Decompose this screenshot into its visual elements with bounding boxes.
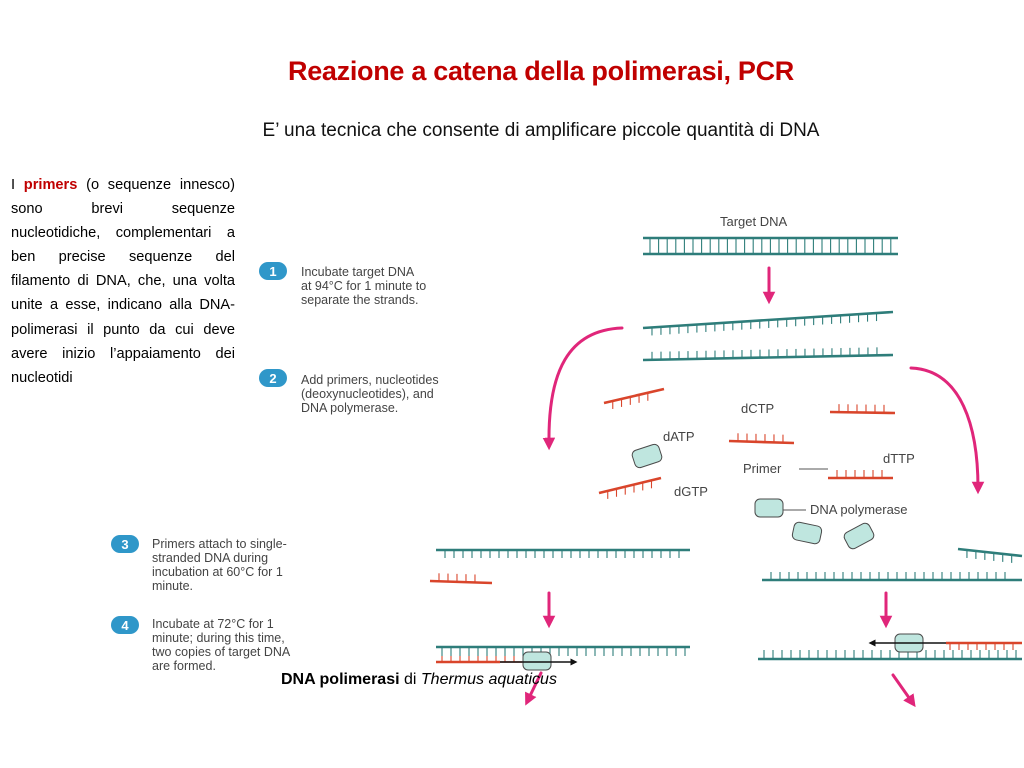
- svg-text:Target DNA: Target DNA: [720, 214, 788, 229]
- step-2-text: Add primers, nucleotides (deoxynucleotid…: [301, 373, 439, 415]
- extending-duplex-right: [758, 641, 1022, 661]
- caption-italic: Thermus aquaticus: [420, 671, 557, 688]
- step-badge-number: 3: [121, 537, 128, 552]
- caption: DNA polimerasi di Thermus aquaticus: [281, 667, 561, 692]
- svg-text:dTTP: dTTP: [883, 451, 915, 466]
- step-1-line: at 94°C for 1 minute to: [301, 279, 426, 293]
- step-3-line: Primers attach to single-: [152, 537, 287, 551]
- caption-middle: di: [399, 671, 421, 688]
- side-text-body: (o sequenze innesco) sono brevi sequenze…: [11, 177, 235, 386]
- step-4-line: are formed.: [152, 659, 216, 673]
- caption-bold: DNA polimerasi: [281, 671, 400, 688]
- step-2-line: Add primers, nucleotides: [301, 373, 439, 387]
- polymerase-enzyme: [522, 651, 552, 671]
- arrow-left-curve: [542, 326, 624, 451]
- svg-text:dGTP: dGTP: [674, 484, 708, 499]
- step-badge: 4: [111, 616, 139, 634]
- step-2-line: (deoxynucleotides), and: [301, 387, 434, 401]
- step-4-line: minute; during this time,: [152, 631, 285, 645]
- arrow-left-out: [525, 671, 543, 706]
- free-primer: [828, 470, 893, 480]
- free-primer: [829, 404, 896, 415]
- svg-text:minute; during this time,: minute; during this time,: [152, 631, 285, 645]
- step-3-line: incubation at 60°C for 1: [152, 565, 283, 579]
- slide-title: Reazione a catena della polimerasi, PCR: [288, 56, 794, 86]
- step-1-line: separate the strands.: [301, 293, 418, 307]
- dna-strands: [429, 236, 1023, 664]
- template-strand: [762, 572, 1022, 582]
- template-strand: [957, 547, 1023, 563]
- polymerase-enzyme: [843, 522, 875, 550]
- step-4-line: two copies of target DNA: [152, 645, 291, 659]
- step-4-text: Incubate at 72°C for 1 minute; during th…: [152, 617, 291, 673]
- svg-text:(deoxynucleotides), and: (deoxynucleotides), and: [301, 387, 434, 401]
- extending-duplex-left: [436, 645, 690, 664]
- step-3-line: stranded DNA during: [152, 551, 268, 565]
- svg-text:dCTP: dCTP: [741, 401, 774, 416]
- step-3-text: Primers attach to single- stranded DNA d…: [152, 537, 287, 593]
- polymerase-enzyme: [754, 498, 784, 518]
- svg-text:stranded DNA during: stranded DNA during: [152, 551, 268, 565]
- svg-text:incubation at 60°C for 1: incubation at 60°C for 1: [152, 565, 283, 579]
- svg-text:Incubate target DNA: Incubate target DNA: [301, 265, 415, 279]
- step-1-line: Incubate target DNA: [301, 265, 415, 279]
- step-badge-number: 2: [269, 371, 276, 386]
- process-arrows: [525, 266, 985, 708]
- annealed-primer: [429, 573, 493, 585]
- svg-text:DNA polymerase.: DNA polymerase.: [301, 401, 398, 415]
- polymerase-enzyme: [631, 443, 663, 469]
- target-dna-label: Target DNA: [720, 214, 788, 229]
- step-badge-number: 1: [269, 264, 276, 279]
- separated-strand-top: [642, 310, 894, 336]
- step-2-line: DNA polymerase.: [301, 401, 398, 415]
- step-badge-number: 4: [121, 618, 129, 633]
- primers-keyword: primers: [23, 177, 78, 193]
- dgtp-label: dGTP: [674, 484, 708, 499]
- step-3-line: minute.: [152, 579, 193, 593]
- free-primer: [603, 387, 665, 409]
- free-primer: [598, 476, 662, 499]
- primers-description: I primers (o sequenze innesco) sono brev…: [11, 173, 235, 390]
- step-1-text: Incubate target DNA at 94°C for 1 minute…: [301, 265, 426, 307]
- step-badges: 1 2 3 4: [111, 262, 287, 634]
- svg-text:Primers attach to single-: Primers attach to single-: [152, 537, 287, 551]
- svg-text:Add primers, nucleotides: Add primers, nucleotides: [301, 373, 439, 387]
- svg-text:dATP: dATP: [663, 429, 695, 444]
- target-dna-double-strand: [643, 236, 898, 256]
- datp-label: dATP: [663, 429, 695, 444]
- arrow-right-out: [891, 673, 916, 708]
- dna-polymerase-label: DNA polymerase: [810, 502, 908, 517]
- separated-strand-bottom: [642, 347, 894, 362]
- svg-text:Incubate at 72°C for 1: Incubate at 72°C for 1: [152, 617, 274, 631]
- svg-text:Primer: Primer: [743, 461, 782, 476]
- slide-subtitle: E’ una tecnica che consente di amplifica…: [262, 120, 820, 141]
- step-badge: 3: [111, 535, 139, 553]
- svg-text:two copies of target DNA: two copies of target DNA: [152, 645, 291, 659]
- free-primer: [728, 433, 795, 445]
- svg-text:separate the strands.: separate the strands.: [301, 293, 418, 307]
- step-badge: 1: [259, 262, 287, 280]
- step-badge: 2: [259, 369, 287, 387]
- svg-text:at 94°C for 1 minute to: at 94°C for 1 minute to: [301, 279, 426, 293]
- side-text-prefix: I: [11, 177, 24, 193]
- primer-label: Primer: [743, 461, 782, 476]
- template-strand: [436, 548, 690, 558]
- svg-text:are formed.: are formed.: [152, 659, 216, 673]
- polymerase-enzyme: [791, 521, 823, 545]
- svg-text:minute.: minute.: [152, 579, 193, 593]
- svg-text:DNA polymerase: DNA polymerase: [810, 502, 908, 517]
- step-4-line: Incubate at 72°C for 1: [152, 617, 274, 631]
- dttp-label: dTTP: [883, 451, 915, 466]
- dctp-label: dCTP: [741, 401, 774, 416]
- arrow-right-curve: [909, 366, 985, 495]
